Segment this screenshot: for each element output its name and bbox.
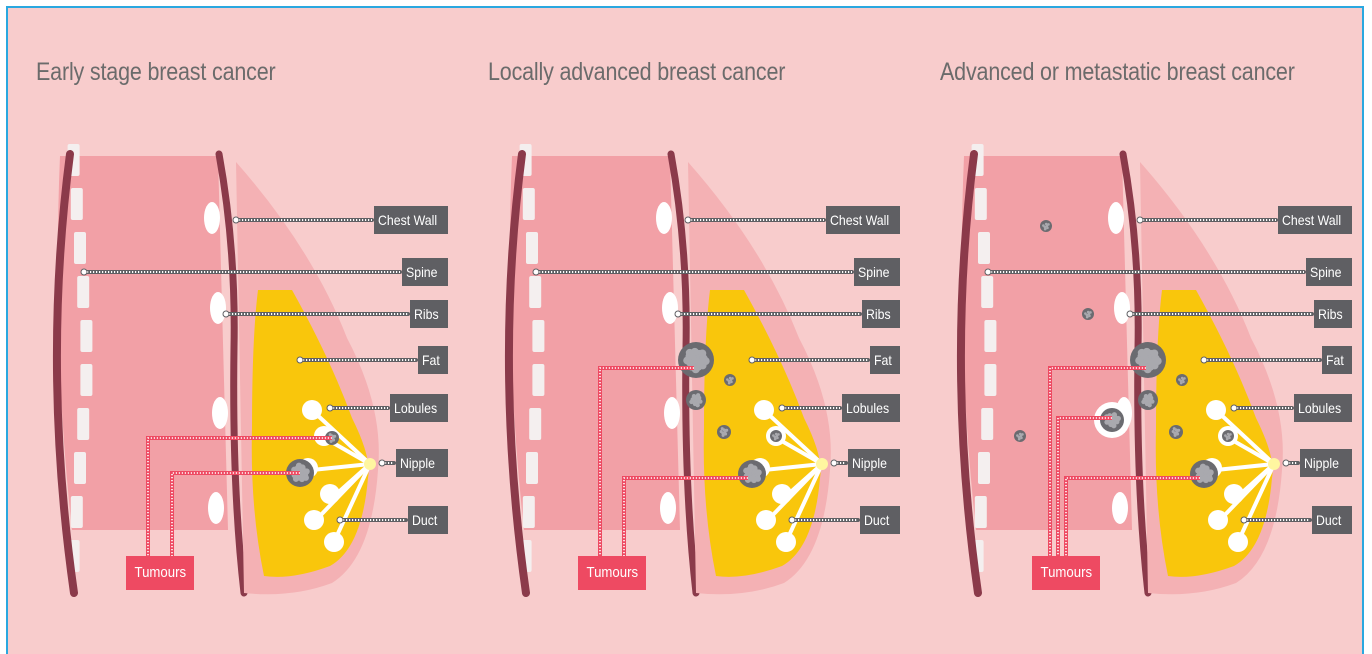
label-text: Spine [1310, 258, 1342, 286]
label-text: Lobules [394, 394, 437, 422]
label-ribs: Ribs [1314, 300, 1352, 328]
label-text: Spine [406, 258, 438, 286]
label-chest-wall: Chest Wall [374, 206, 448, 234]
fat-tissue [252, 290, 369, 577]
label-text: Chest Wall [830, 206, 889, 234]
tumour-icon [686, 390, 706, 410]
tumours-label: Tumours [578, 556, 646, 590]
label-text: Chest Wall [378, 206, 437, 234]
tumour-icon [1169, 425, 1183, 439]
tumour-icon [1130, 342, 1166, 378]
label-chest-wall: Chest Wall [1278, 206, 1352, 234]
label-text: Nipple [852, 449, 887, 477]
label-spine: Spine [1306, 258, 1352, 286]
tumours-label-text: Tumours [1040, 556, 1092, 590]
label-text: Nipple [1304, 449, 1339, 477]
label-text: Ribs [414, 300, 439, 328]
tumour-icon [1176, 374, 1188, 386]
diagram-frame: Early stage breast cancer Chest WallSpin… [6, 6, 1364, 654]
label-lobules: Lobules [390, 394, 448, 422]
label-fat: Fat [418, 346, 448, 374]
tumour-icon [724, 374, 736, 386]
label-duct: Duct [408, 506, 448, 534]
label-text: Chest Wall [1282, 206, 1341, 234]
tumour-icon [717, 425, 731, 439]
label-fat: Fat [870, 346, 900, 374]
label-ribs: Ribs [862, 300, 900, 328]
label-fat: Fat [1322, 346, 1352, 374]
leader-line-nipple [379, 460, 394, 466]
label-text: Lobules [846, 394, 889, 422]
breast-anatomy-illustration [464, 8, 916, 654]
label-duct: Duct [860, 506, 900, 534]
tumour-icon [1014, 430, 1026, 442]
label-text: Nipple [400, 449, 435, 477]
nipple [364, 458, 376, 470]
label-ribs: Ribs [410, 300, 448, 328]
panel-locally-advanced: Locally advanced breast cancer Chest Wal… [464, 8, 916, 654]
label-nipple: Nipple [1300, 449, 1352, 477]
label-text: Fat [1326, 346, 1344, 374]
label-text: Spine [858, 258, 890, 286]
breast-anatomy-illustration [916, 8, 1368, 654]
leader-line-nipple [1283, 460, 1298, 466]
label-chest-wall: Chest Wall [826, 206, 900, 234]
tumours-label: Tumours [126, 556, 194, 590]
label-text: Duct [412, 506, 437, 534]
tumour-icon [1040, 220, 1052, 232]
label-spine: Spine [402, 258, 448, 286]
tumour-icon [738, 460, 766, 488]
label-text: Lobules [1298, 394, 1341, 422]
nipple [816, 458, 828, 470]
tumours-label: Tumours [1032, 556, 1100, 590]
tumour-icon [678, 342, 714, 378]
label-text: Fat [874, 346, 892, 374]
label-duct: Duct [1312, 506, 1352, 534]
tumour-icon [1138, 390, 1158, 410]
label-text: Duct [1316, 506, 1341, 534]
tumour-icon [1222, 430, 1234, 442]
leader-line-nipple [831, 460, 846, 466]
label-text: Duct [864, 506, 889, 534]
nipple [1268, 458, 1280, 470]
tumours-label-text: Tumours [586, 556, 638, 590]
tumour-icon [1082, 308, 1094, 320]
label-nipple: Nipple [396, 449, 448, 477]
label-text: Fat [422, 346, 440, 374]
label-spine: Spine [854, 258, 900, 286]
label-text: Ribs [1318, 300, 1343, 328]
label-nipple: Nipple [848, 449, 900, 477]
label-lobules: Lobules [1294, 394, 1352, 422]
tumour-icon [1190, 460, 1218, 488]
tumours-label-text: Tumours [134, 556, 186, 590]
panel-metastatic: Advanced or metastatic breast cancer Che… [916, 8, 1368, 654]
tumour-icon [770, 430, 782, 442]
breast-anatomy-illustration [12, 8, 464, 654]
label-lobules: Lobules [842, 394, 900, 422]
label-text: Ribs [866, 300, 891, 328]
